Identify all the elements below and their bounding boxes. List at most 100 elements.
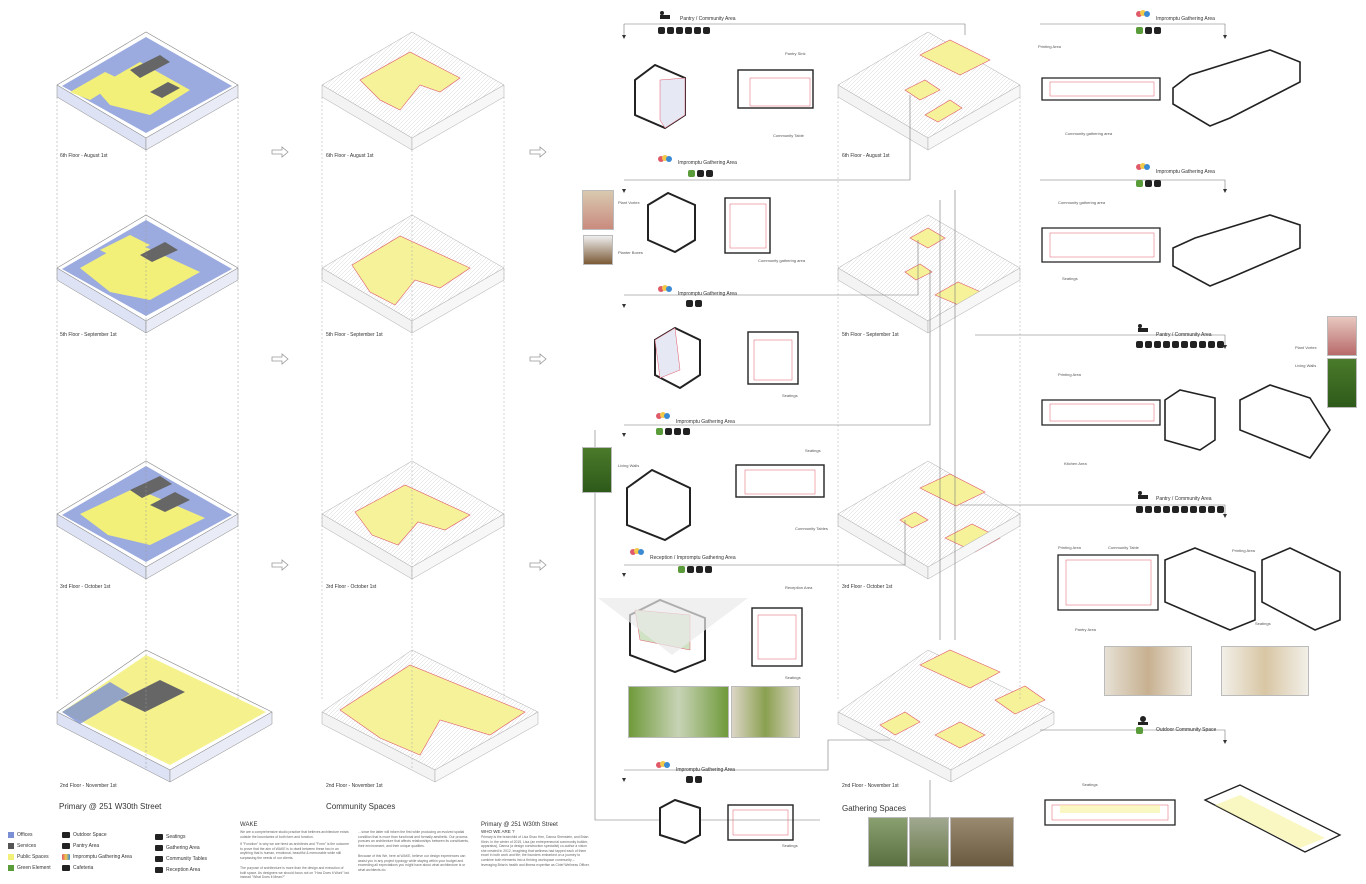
- photo-pantry-1: [1104, 646, 1192, 696]
- note: Community Table: [773, 133, 804, 138]
- legend-item: Services: [8, 843, 36, 849]
- pantry-icon: [1138, 324, 1148, 332]
- wake-paragraph: If "Function" is why we are hired as arc…: [240, 842, 350, 860]
- legend-item: Outdoor Space: [62, 832, 107, 838]
- legend-item: Gathering Area: [155, 845, 200, 851]
- amenity-icons: [658, 27, 710, 34]
- gathering-icon: [1136, 163, 1150, 170]
- legend-item: Cafeteria: [62, 865, 93, 871]
- who-title: WHO WE ARE ?: [481, 829, 515, 834]
- outdoor-icon: [62, 832, 70, 838]
- reception-icon: [155, 867, 163, 873]
- photo-outdoor-1: [868, 817, 908, 867]
- zone-title: Pantry / Community Area: [1156, 332, 1212, 338]
- note: Printing Area: [1038, 44, 1061, 49]
- note: Seatings: [1082, 782, 1098, 787]
- photo-living-walls-left: [582, 447, 612, 493]
- primary-floor-label: 5th Floor - September 1st: [60, 332, 117, 338]
- amenity-icons: [686, 776, 702, 783]
- primary-floor-6: [56, 31, 239, 151]
- primary-floor-label: 6th Floor - August 1st: [60, 153, 108, 159]
- primary-floor-2: [56, 649, 273, 783]
- note: Reception Area: [785, 585, 813, 590]
- amenity-icons: [688, 170, 713, 177]
- amenity-icons: [686, 300, 702, 307]
- wake-paragraph: …since the latter will inform the first …: [358, 830, 469, 848]
- legend-item: Pantry Area: [62, 843, 99, 849]
- zone-title: Impromptu Gathering Area: [676, 767, 735, 773]
- zone-title: Reception / Impromptu Gathering Area: [650, 555, 736, 561]
- outdoor-icon: [1138, 716, 1148, 725]
- note: Community gathering area: [1065, 131, 1113, 136]
- gathering-floor-label: 5th Floor - September 1st: [842, 332, 899, 338]
- photo-planter-boxes: [583, 235, 613, 265]
- note: Plant Vortex: [1295, 345, 1317, 350]
- primary-floor-5: [56, 214, 239, 334]
- photo-outdoor-2: [909, 817, 949, 867]
- note: Plant Vortex: [618, 200, 640, 205]
- note: Community gathering area: [1058, 200, 1106, 205]
- amenity-icons: [1136, 506, 1224, 513]
- note: Living Walls: [1295, 363, 1317, 368]
- color-swatch: [8, 865, 14, 871]
- note: Seatings: [782, 393, 798, 398]
- pantry-icon: [660, 11, 670, 19]
- photo-living-walls-right: [1327, 358, 1357, 408]
- zone-title: Pantry / Community Area: [1156, 496, 1212, 502]
- note: Seatings: [1255, 621, 1271, 626]
- note: Community Table: [1108, 545, 1139, 550]
- note: Printing Area: [1232, 548, 1255, 553]
- zone-title: Pantry / Community Area: [680, 16, 736, 22]
- community-floor-label: 3rd Floor - October 1st: [326, 584, 377, 590]
- community-floor-2: [321, 649, 539, 783]
- gathering-icon: [656, 412, 670, 419]
- note: Printing Area: [1058, 545, 1081, 550]
- pantry-icon: [62, 843, 70, 849]
- gathering-icon: [656, 761, 670, 768]
- gathering-floor-label: 3rd Floor - October 1st: [842, 584, 893, 590]
- community-floor-3: [321, 460, 505, 580]
- note: Kitchen Area: [1064, 461, 1087, 466]
- gathering-floor-3: [837, 460, 1021, 580]
- primary-floor-label: 3rd Floor - October 1st: [60, 584, 111, 590]
- amenity-icons: [678, 566, 712, 573]
- color-swatch: [8, 832, 14, 838]
- photo-plant-vortex-left: [582, 190, 614, 230]
- wake-paragraph: We are a comprehensive studio practice t…: [240, 830, 349, 839]
- legend-item: Green Element: [8, 865, 51, 871]
- photo-pantry-2: [1221, 646, 1309, 696]
- community-floor-label: 2nd Floor - November 1st: [326, 783, 383, 789]
- seating-icon: [155, 834, 163, 840]
- photo-plant-vortex-right: [1327, 316, 1357, 356]
- note: Planter Boxes: [618, 250, 643, 255]
- color-swatch: [8, 854, 14, 860]
- gathering-icon: [630, 548, 644, 555]
- zone-title: Outdoor Community Space: [1156, 727, 1217, 733]
- zone-title: Impromptu Gathering Area: [678, 291, 737, 297]
- note: Seatings: [1062, 276, 1078, 281]
- gathering-floor-6: [837, 31, 1021, 151]
- who-paragraph: Primary is the brainchild of Lisa Shao H…: [481, 835, 590, 867]
- gathering-icon: [658, 155, 672, 162]
- note: Seatings: [782, 843, 798, 848]
- section-title-community: Community Spaces: [326, 802, 396, 811]
- gathering-floor-2: [837, 649, 1055, 783]
- zone-title: Impromptu Gathering Area: [676, 419, 735, 425]
- amenity-icons: [656, 428, 690, 435]
- community-floor-label: 6th Floor - August 1st: [326, 153, 374, 159]
- section-title-primary: Primary @ 251 W30th Street: [59, 802, 162, 811]
- photo-outdoor-3: [950, 817, 1014, 867]
- amenity-icons: [1136, 27, 1161, 34]
- legend-item: Seatings: [155, 834, 185, 840]
- zone-title: Impromptu Gathering Area: [678, 160, 737, 166]
- note: Seatings: [805, 448, 821, 453]
- note: Pantry Area: [1075, 627, 1096, 632]
- group-icon: [155, 845, 163, 851]
- note: Community gathering area: [758, 258, 806, 263]
- zone-title: Impromptu Gathering Area: [1156, 169, 1215, 175]
- color-swatch: [8, 843, 14, 849]
- gathering-floor-label: 6th Floor - August 1st: [842, 153, 890, 159]
- photo-reception-2: [731, 686, 800, 738]
- primary-title: Primary @ 251 W30th Street: [481, 822, 558, 828]
